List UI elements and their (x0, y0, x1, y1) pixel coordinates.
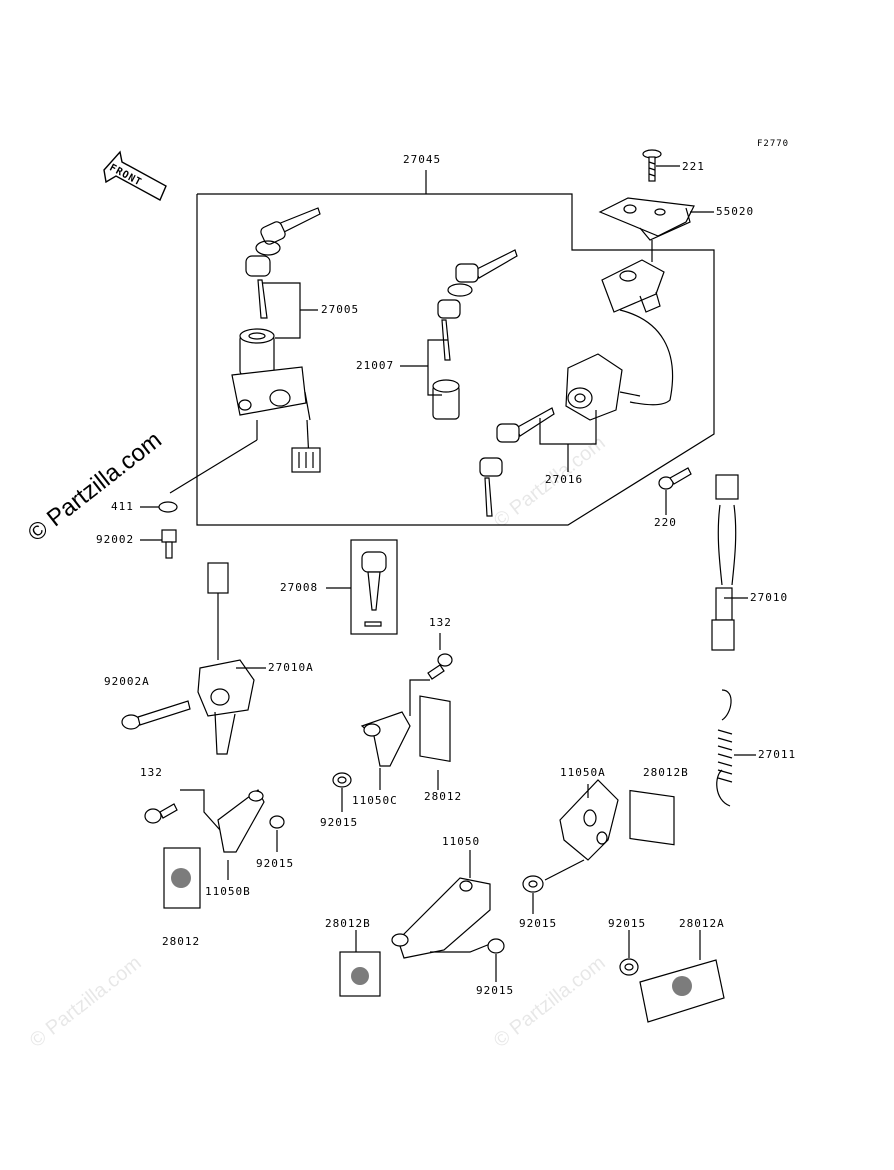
label-132-lower: 132 (140, 766, 163, 779)
nut-92015-b (269, 815, 285, 829)
ignition-keys-27005 (245, 207, 321, 319)
label-27008: 27008 (280, 581, 319, 594)
bracket-11050A (559, 779, 619, 861)
label-28012B-upper: 28012B (643, 766, 689, 779)
pad-28012B-upper (629, 789, 675, 846)
washer-411 (158, 501, 178, 513)
label-221: 221 (682, 160, 705, 173)
label-132-upper: 132 (429, 616, 452, 629)
screw-221 (642, 149, 662, 182)
sensor-27010A (197, 562, 255, 755)
label-27011: 27011 (758, 748, 797, 761)
key-blank-27008 (350, 539, 398, 635)
label-11050A: 11050A (560, 766, 606, 779)
nut-92015-d (487, 938, 505, 954)
bolt-132-lower (144, 803, 178, 824)
label-28012A: 28012A (679, 917, 725, 930)
bolt-92002 (161, 529, 177, 559)
label-11050B: 11050B (205, 885, 251, 898)
label-27010: 27010 (750, 591, 789, 604)
keys-21007 (432, 249, 518, 420)
label-28012-upper: 28012 (424, 790, 463, 803)
label-27010A: 27010A (268, 661, 314, 674)
ignition-switch (231, 328, 321, 473)
label-21007: 21007 (356, 359, 395, 372)
label-27016: 27016 (545, 473, 584, 486)
nut-92015-a (332, 772, 352, 788)
label-92002A: 92002A (104, 675, 150, 688)
switch-27010 (711, 474, 739, 651)
bracket-11050C (360, 711, 411, 767)
label-92015-a: 92015 (320, 816, 359, 829)
bolt-132-upper (427, 653, 453, 680)
screw-220 (658, 467, 692, 490)
bracket-11050B (217, 789, 265, 853)
label-11050C: 11050C (352, 794, 398, 807)
label-92015-b: 92015 (256, 857, 295, 870)
nut-92015-e (619, 958, 639, 976)
pad-28012-upper (419, 695, 451, 763)
label-411: 411 (111, 500, 134, 513)
label-11050: 11050 (442, 835, 481, 848)
front-arrow-icon (103, 150, 167, 201)
figure-code: F2770 (757, 139, 790, 149)
label-55020: 55020 (716, 205, 755, 218)
label-92015-e: 92015 (608, 917, 647, 930)
keys-27016 (479, 407, 555, 517)
seat-lock-27016 (565, 353, 641, 421)
bracket-11050 (391, 877, 491, 959)
spring-27011 (716, 689, 733, 807)
label-28012-lower: 28012 (162, 935, 201, 948)
label-27045: 27045 (403, 153, 442, 166)
label-28012B-lower: 28012B (325, 917, 371, 930)
bolt-92002A (121, 700, 191, 730)
bracket-55020 (598, 197, 695, 406)
label-92015-c: 92015 (519, 917, 558, 930)
kit-outline-27045 (196, 193, 715, 526)
label-27005: 27005 (321, 303, 360, 316)
nut-92015-c (522, 875, 544, 893)
label-92015-d: 92015 (476, 984, 515, 997)
label-220: 220 (654, 516, 677, 529)
label-92002: 92002 (96, 533, 135, 546)
